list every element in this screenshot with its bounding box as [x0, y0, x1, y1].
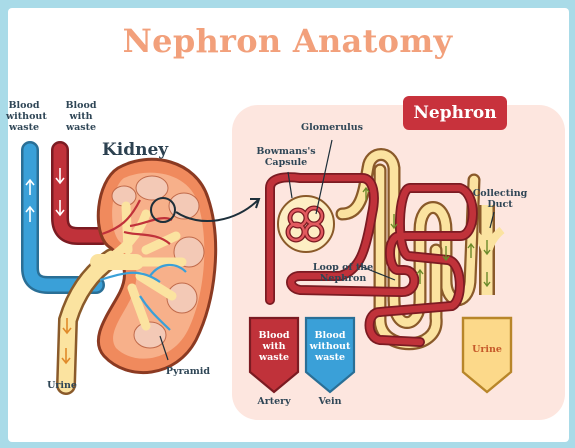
urine-tag-text: Urine [472, 344, 502, 355]
label-collecting-duct: Collecting Duct [472, 188, 528, 210]
vein-tag [304, 316, 356, 394]
pyramid [135, 175, 169, 201]
kidney [90, 157, 218, 375]
peritubular-capillaries [265, 172, 478, 347]
page-title: Nephron Anatomy [122, 22, 453, 60]
label-urine: Urine [47, 380, 77, 391]
urine-outlet [461, 316, 513, 394]
zoom-arrow [175, 199, 259, 223]
label-artery: Artery [257, 396, 291, 407]
label-glomerulus: Glomerulus [301, 122, 363, 133]
label-blood-without-waste: Blood without waste [6, 100, 47, 133]
label-bowmans-capsule: Bowmans's Capsule [256, 146, 316, 168]
renal-pelvis [99, 201, 187, 331]
artery-tag [248, 316, 300, 394]
label-loop-of-nephron: Loop of the Nephron [312, 262, 374, 284]
nephron-badge: Nephron [403, 96, 507, 130]
zoom-circle [150, 197, 176, 223]
artery-tag-text: Blood with waste [258, 330, 290, 363]
vein-tag-text: Blood without waste [309, 330, 351, 363]
label-pyramid: Pyramid [165, 366, 211, 377]
flow-arrows-left [25, 168, 65, 222]
label-kidney: Kidney [102, 140, 169, 160]
label-blood-with-waste: Blood with waste [65, 100, 97, 133]
label-vein: Vein [318, 396, 342, 407]
